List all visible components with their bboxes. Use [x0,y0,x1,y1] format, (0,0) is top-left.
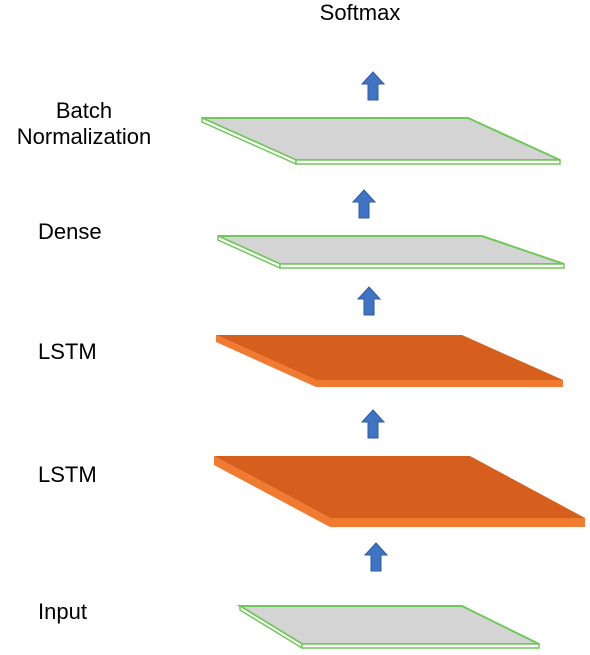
label-input: Input [38,599,87,624]
label-lstm-upper: LSTM [38,339,97,364]
batch-normalization-layer [201,116,561,166]
dense-layer [217,234,565,270]
label-dense: Dense [38,219,102,244]
arrow-dense-to-batchnorm [351,189,377,219]
input-layer [236,604,540,650]
label-softmax: Softmax [319,0,401,25]
arrow-lstm-to-dense [356,286,382,316]
arrow-lstm-to-lstm [360,409,386,439]
lstm-lower-layer [214,456,585,527]
arrow-batchnorm-to-softmax [360,71,386,101]
label-batch-normalization: Batch Normalization [16,98,152,149]
lstm-upper-layer [216,335,563,387]
label-lstm-lower: LSTM [38,462,97,487]
arrow-input-to-lstm [363,542,389,572]
